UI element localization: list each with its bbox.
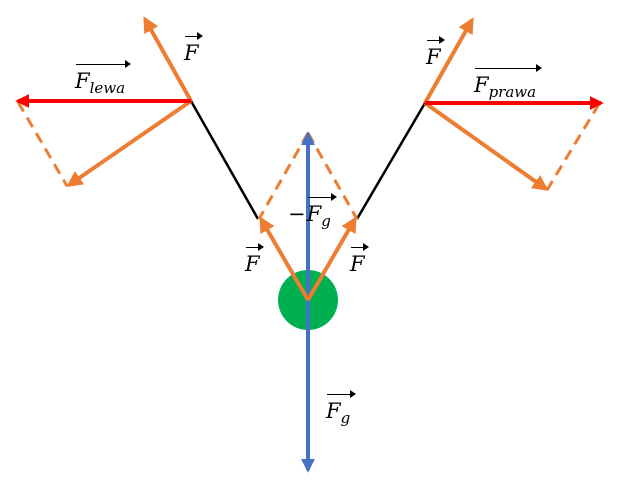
label-neg-fg: −Fg <box>288 193 338 229</box>
left-top-dashed-line <box>16 101 69 187</box>
label-f-left: F <box>245 243 264 275</box>
label-f-right: F <box>350 243 369 275</box>
label-fg: Fg <box>326 390 357 426</box>
label-f-top-left: F <box>184 32 203 64</box>
right-rope <box>355 102 427 220</box>
center-left-force-arrow <box>259 216 310 302</box>
center-right-dashed-upper <box>306 132 359 220</box>
right-upper-force-arrow <box>423 17 474 104</box>
label-f-prawa: Fprawa <box>474 64 543 100</box>
left-upper-force-arrow <box>143 16 193 102</box>
left-rope <box>189 100 260 220</box>
left-lower-force-arrow <box>66 99 193 187</box>
label-f-top-right: F <box>426 36 445 68</box>
label-f-lewa: Flewa <box>75 60 132 96</box>
right-top-dashed-line <box>545 103 601 191</box>
center-left-dashed-upper <box>257 132 310 220</box>
center-right-force-arrow <box>306 216 357 302</box>
right-lower-force-arrow <box>423 101 549 191</box>
